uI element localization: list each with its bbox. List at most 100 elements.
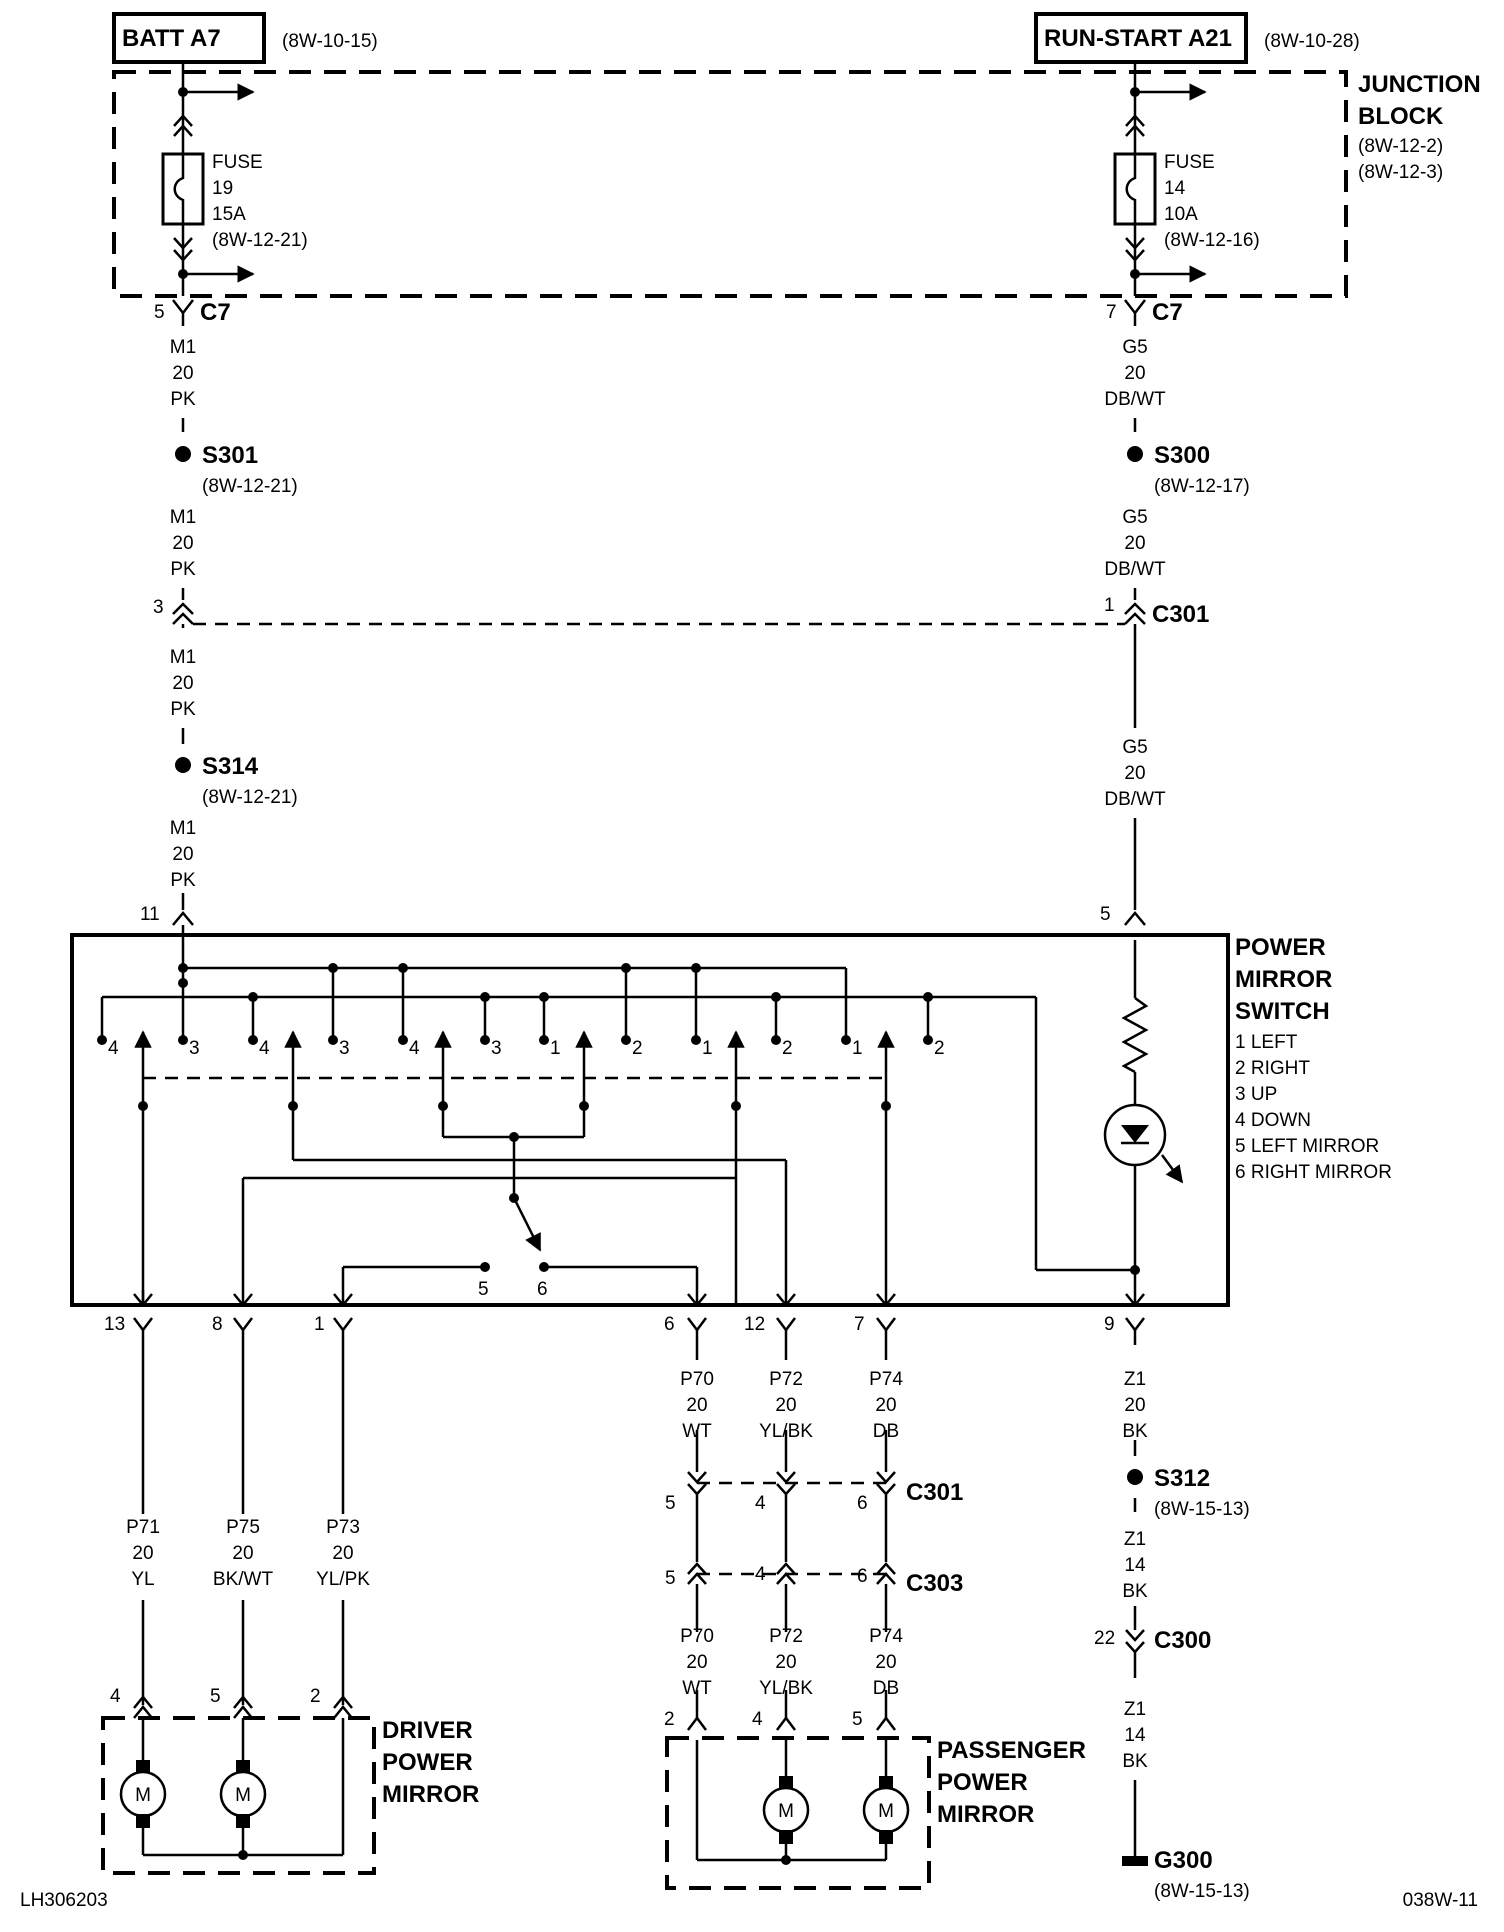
splice-s314-label: S314 xyxy=(202,753,259,780)
batt-source-ref: (8W-10-15) xyxy=(282,31,378,52)
p72-upper-gauge: 20 xyxy=(775,1395,796,1416)
driver-mirror-pin-4: 4 xyxy=(110,1686,121,1707)
fuse-19-label-3: 15A xyxy=(212,204,246,225)
m1-wire-2-gauge: 20 xyxy=(172,533,193,554)
output-pin-9: 9 xyxy=(1104,1314,1115,1335)
switch-legend-1: 1 LEFT xyxy=(1235,1032,1298,1053)
switch-title-3: SWITCH xyxy=(1235,998,1330,1025)
c301-lower-pin-4: 4 xyxy=(755,1493,766,1514)
p71-wire-color: YL xyxy=(131,1569,154,1590)
fuse-19-label-2: 19 xyxy=(212,178,233,199)
power-mirror-switch-box xyxy=(70,933,1230,1307)
fuse-14-label-1: FUSE xyxy=(1164,152,1215,173)
junction-block-title-1: JUNCTION xyxy=(1358,71,1481,98)
driver-mirror-title-1: DRIVER xyxy=(382,1717,473,1744)
splice-s300-label: S300 xyxy=(1154,442,1210,469)
m1-wire-1-id: M1 xyxy=(170,337,196,358)
passenger-wires xyxy=(687,1430,896,1718)
selector-label-5: 5 xyxy=(478,1279,489,1300)
driver-motor-b-icon: M xyxy=(235,1785,251,1806)
c303-pin-5: 5 xyxy=(665,1568,676,1589)
switch-legend-2: 2 RIGHT xyxy=(1235,1058,1310,1079)
c300-pin-22: 22 xyxy=(1094,1628,1115,1649)
ground-wire xyxy=(1122,1440,1148,1866)
p70-upper-gauge: 20 xyxy=(686,1395,707,1416)
m1-wire-4-gauge: 20 xyxy=(172,844,193,865)
m1-wire-1-gauge: 20 xyxy=(172,363,193,384)
switch-pin-11: 11 xyxy=(140,904,160,925)
z1-wire-1-gauge: 20 xyxy=(1124,1395,1145,1416)
g5-wire-2-gauge: 20 xyxy=(1124,533,1145,554)
z1-wire-3-color: BK xyxy=(1122,1751,1148,1772)
driver-mirror-title-3: MIRROR xyxy=(382,1781,479,1808)
c303-pin-6: 6 xyxy=(857,1566,868,1587)
p72-lower-color: YL/BK xyxy=(759,1678,813,1699)
p70-lower-id: P70 xyxy=(680,1626,714,1647)
c301-lower-label: C301 xyxy=(906,1479,963,1506)
footer-right-code: 038W-11 xyxy=(1403,1890,1478,1911)
switch-legend-6: 6 RIGHT MIRROR xyxy=(1235,1162,1392,1183)
p72-upper-id: P72 xyxy=(769,1369,803,1390)
switch-title-1: POWER xyxy=(1235,934,1326,961)
p74-upper-color: DB xyxy=(873,1421,899,1442)
junction-block-ref-1: (8W-12-2) xyxy=(1358,136,1443,157)
splice-s314-ref: (8W-12-21) xyxy=(202,787,298,808)
splice-s312-ref: (8W-15-13) xyxy=(1154,1499,1250,1520)
z1-wire-1-color: BK xyxy=(1122,1421,1148,1442)
c7-left-label: C7 xyxy=(200,299,231,326)
contact-label-11: 1 xyxy=(852,1038,863,1059)
g5-wire-2-color: DB/WT xyxy=(1104,559,1166,580)
fuse-14-label-3: 10A xyxy=(1164,204,1198,225)
p74-upper-id: P74 xyxy=(869,1369,903,1390)
switch-pin-5: 5 xyxy=(1100,904,1111,925)
c301-right-pin: 1 xyxy=(1104,595,1115,616)
m1-wire-4-id: M1 xyxy=(170,818,196,839)
pass-motor-a-icon: M xyxy=(778,1801,794,1822)
passenger-mirror-motors xyxy=(695,1740,910,1865)
c300-label: C300 xyxy=(1154,1627,1211,1654)
passenger-mirror-outline xyxy=(665,1736,931,1890)
contact-label-4: 3 xyxy=(339,1038,350,1059)
junction-block-title-2: BLOCK xyxy=(1358,103,1444,130)
p72-upper-color: YL/BK xyxy=(759,1421,813,1442)
switch-legend-5: 5 LEFT MIRROR xyxy=(1235,1136,1379,1157)
p73-wire-color: YL/PK xyxy=(316,1569,370,1590)
z1-wire-1-id: Z1 xyxy=(1124,1369,1146,1390)
c303-label: C303 xyxy=(906,1570,963,1597)
driver-mirror-connector xyxy=(133,1695,353,1719)
p70-lower-gauge: 20 xyxy=(686,1652,707,1673)
output-pin-8: 8 xyxy=(212,1314,223,1335)
p74-upper-gauge: 20 xyxy=(875,1395,896,1416)
m1-wire-2-id: M1 xyxy=(170,507,196,528)
pass-mirror-title-3: MIRROR xyxy=(937,1801,1034,1828)
splice-s301-label: S301 xyxy=(202,442,258,469)
driver-motor-a-icon: M xyxy=(135,1785,151,1806)
contact-label-2: 3 xyxy=(189,1038,200,1059)
contact-label-3: 4 xyxy=(259,1038,270,1059)
z1-wire-3-gauge: 14 xyxy=(1124,1725,1146,1746)
p70-upper-id: P70 xyxy=(680,1369,714,1390)
junction-block-ref-2: (8W-12-3) xyxy=(1358,162,1443,183)
p71-wire-gauge: 20 xyxy=(132,1543,153,1564)
g5-wire-2-id: G5 xyxy=(1122,507,1147,528)
z1-wire-2-id: Z1 xyxy=(1124,1529,1146,1550)
driver-mirror-pin-5: 5 xyxy=(210,1686,221,1707)
c301-upper-label: C301 xyxy=(1152,601,1209,628)
g5-wire-1-color: DB/WT xyxy=(1104,389,1166,410)
c301-left-pin: 3 xyxy=(153,597,164,618)
switch-internal-wiring xyxy=(97,925,1184,1307)
fuse-19-label-4: (8W-12-21) xyxy=(212,230,308,251)
switch-title-2: MIRROR xyxy=(1235,966,1332,993)
c7-left-pin: 5 xyxy=(154,302,165,323)
p72-lower-gauge: 20 xyxy=(775,1652,796,1673)
pass-mirror-pin-2: 2 xyxy=(664,1709,675,1730)
c301-lower-pin-6: 6 xyxy=(857,1493,868,1514)
selector-label-6: 6 xyxy=(537,1279,548,1300)
m1-wire-3-id: M1 xyxy=(170,647,196,668)
m1-wire-3-color: PK xyxy=(170,699,196,720)
output-pin-12: 12 xyxy=(744,1314,765,1335)
p72-lower-id: P72 xyxy=(769,1626,803,1647)
c303-pin-4: 4 xyxy=(755,1564,766,1585)
splice-s312-label: S312 xyxy=(1154,1465,1210,1492)
